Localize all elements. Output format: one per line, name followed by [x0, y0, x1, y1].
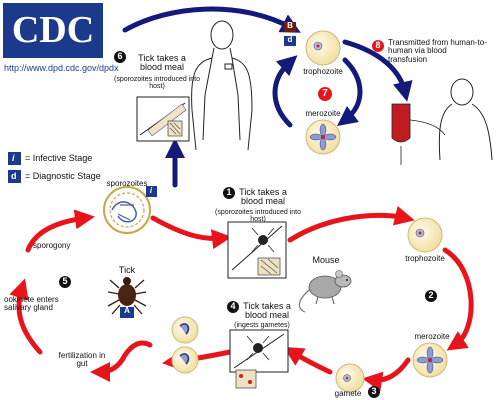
legend-infective-marker: i	[12, 153, 15, 163]
step-6-number: 6	[117, 51, 123, 61]
step-5-badge-circle	[59, 276, 71, 288]
legend-infective-label: = Infective Stage	[25, 153, 93, 163]
step-4-title: Tick takes a blood meal	[243, 301, 291, 321]
legend-markers	[8, 22, 296, 318]
step-7-badge-circle	[318, 87, 332, 101]
arrow-trophozoite-to-merozoite	[442, 247, 474, 351]
label-merozoite-mouse: merozoite	[414, 332, 450, 341]
step-4-note: (ingests gametes)	[234, 322, 290, 329]
arrow-sporozoites-to-tick-bite	[150, 215, 232, 250]
step-5-number: 5	[62, 276, 68, 286]
step-8-number: 8	[375, 40, 381, 50]
trophozoite-cell-mouse	[407, 217, 443, 253]
human-diagnostic-marker: d	[287, 35, 293, 44]
step-7-number: 7	[322, 88, 328, 99]
step-1-number: 1	[226, 187, 232, 197]
source-url-link[interactable]: http://www.dpd.cdc.gov/dpdx	[4, 63, 119, 73]
parasite-inclusions	[179, 41, 444, 382]
blood-transfusion-illustration	[391, 78, 493, 165]
arrow-sporogony-to-sporozoites	[25, 209, 95, 253]
tick-ingests-gametes-inset	[229, 329, 289, 389]
label-sporogony: sporogony	[33, 241, 71, 250]
arrow-transfusion-to-recipient	[342, 39, 413, 102]
label-fertilization: fertilization in gut	[58, 351, 106, 369]
step-8-badge-circle	[372, 40, 384, 52]
label-tick: Tick	[118, 265, 136, 275]
cdc-logo-letters: CDC	[12, 9, 94, 51]
step-2-badge-circle	[425, 290, 437, 302]
step-6-badge-circle	[114, 51, 126, 63]
tick-stage-badge: A	[124, 306, 130, 315]
arrow-human-bite-to-trophozoite	[122, 6, 301, 33]
cdc-tagline: SAFER·HEALTHIER·PEOPLE™	[8, 47, 71, 52]
step-8-transfusion-text: Transmitted from human-to-human via bloo…	[388, 38, 487, 64]
step-3-badge-circle	[368, 386, 380, 398]
label-mouse: Mouse	[312, 255, 340, 265]
tick-illustration	[107, 277, 147, 315]
cdc-logo: CDC	[3, 3, 103, 58]
legend-diagnostic-label: = Diagnostic Stage	[25, 171, 101, 181]
label-sporozoites: sporozoites	[106, 179, 148, 188]
step-1-title: Tick takes a blood meal	[239, 187, 287, 207]
tick-bite-inset-human	[136, 96, 190, 142]
sporozoites-cell	[103, 186, 151, 234]
arrow-gamete-to-tick-bite	[283, 346, 333, 375]
step-4-number: 4	[230, 301, 236, 311]
arrow-fertilization-to-ookinete	[9, 278, 43, 355]
step-3-number: 3	[371, 386, 377, 396]
label-ookinete: ookinete enters salivary gland	[4, 295, 59, 313]
arrow-merozoite-to-trophozoite	[272, 55, 298, 128]
label-trophozoite-human: trophozoite	[303, 67, 343, 76]
arrow-tick-bite-to-trophozoite	[287, 205, 415, 243]
trophozoite-cell-human	[305, 30, 341, 66]
step-6-note: (sporozoites introduced into host)	[114, 76, 200, 91]
arrow-gametes-to-fertilization	[90, 340, 153, 382]
human-stage-badge: B	[287, 21, 293, 30]
label-merozoite-human: merozoite	[305, 109, 341, 118]
label-gamete: gamete	[334, 389, 362, 398]
step-6-title: Tick takes a blood meal	[138, 53, 186, 73]
arrow-trophozoite-to-merozoite	[337, 57, 363, 127]
label-trophozoite-mouse: trophozoite	[405, 254, 445, 263]
step-2-number: 2	[428, 290, 434, 300]
tick-bite-inset-mouse	[227, 221, 287, 279]
step-1-badge-circle	[223, 187, 235, 199]
mouse-illustration	[298, 270, 352, 313]
arrow-merozoite-to-gamete	[362, 357, 411, 392]
sporozoites-infective-marker: i	[149, 186, 153, 195]
legend-diagnostic-marker: d	[11, 171, 17, 181]
human-figure	[191, 20, 253, 151]
step-1-note: (sporozoites introduced into host)	[215, 209, 301, 224]
step-4-badge-circle	[227, 301, 239, 313]
